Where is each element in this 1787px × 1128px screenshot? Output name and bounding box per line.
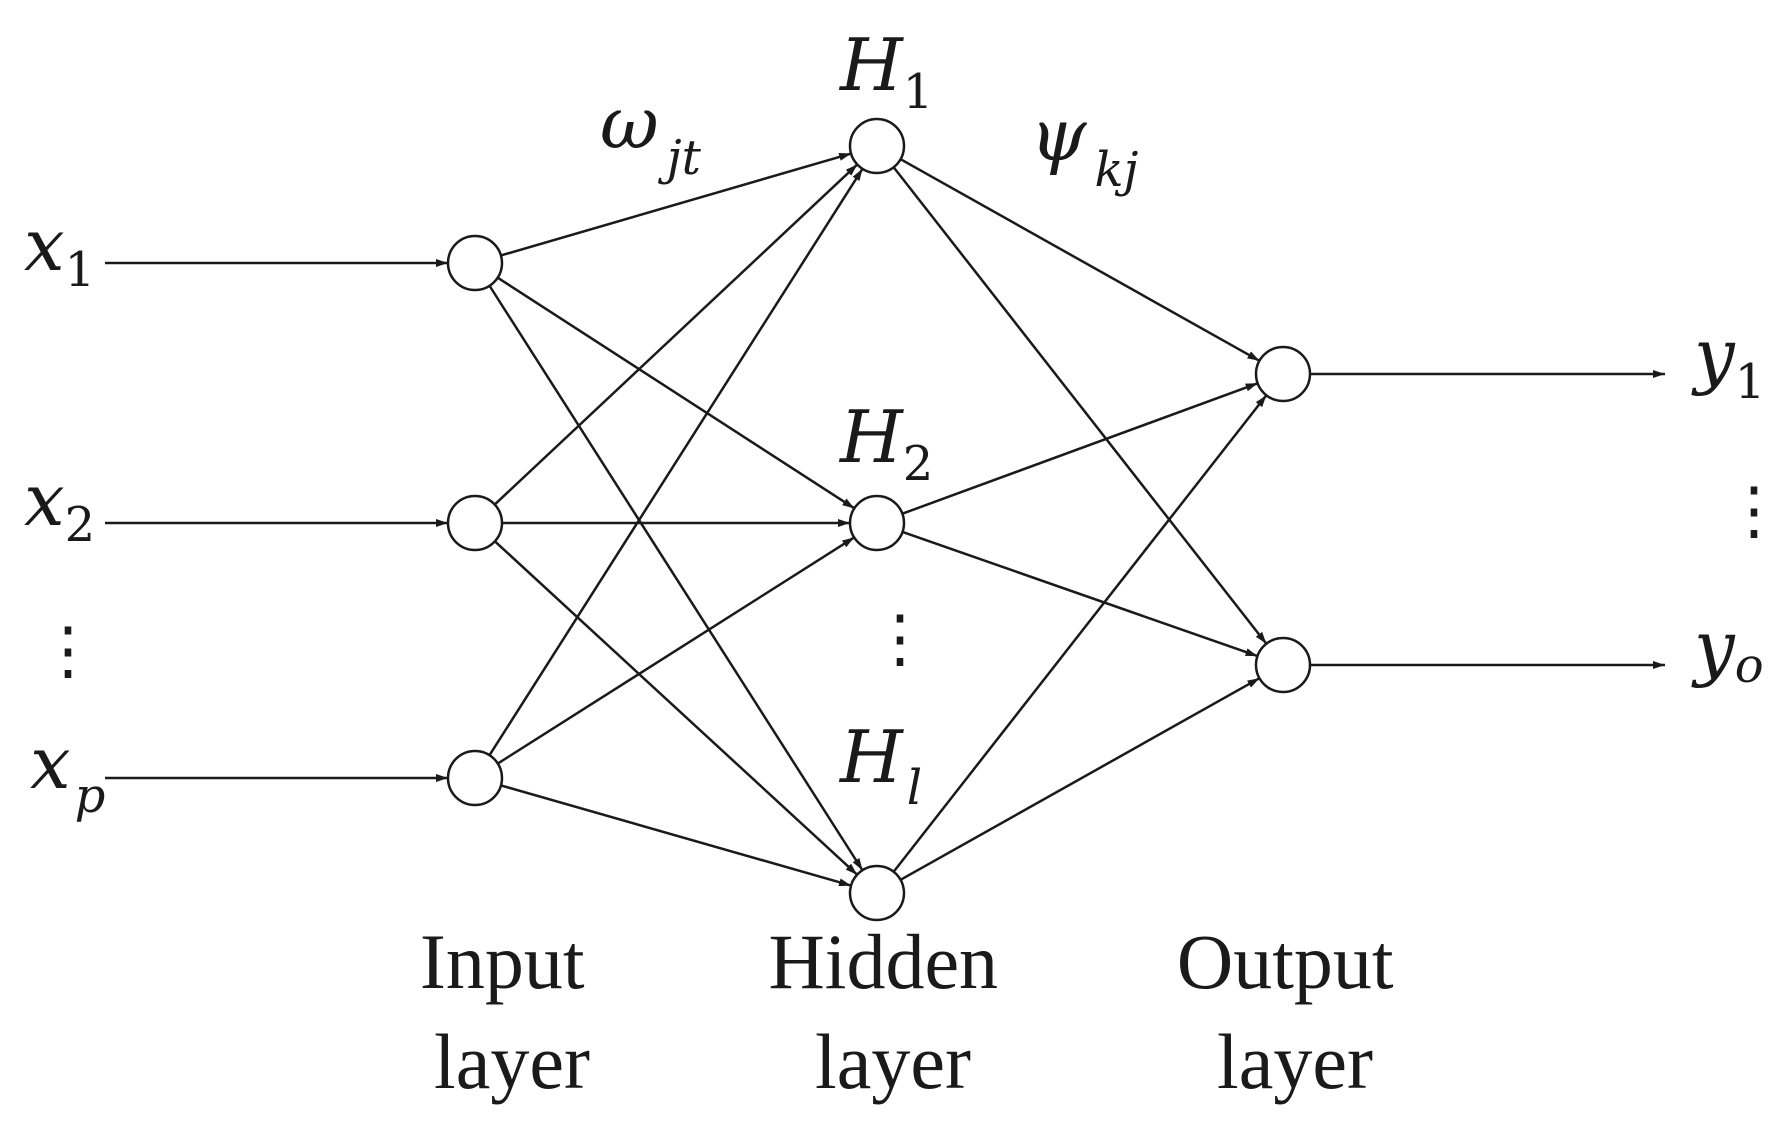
edge-input-2-hidden-l bbox=[494, 540, 858, 876]
edge-hidden-1-output-1 bbox=[899, 158, 1261, 362]
edge-input-1-hidden-2 bbox=[496, 276, 856, 510]
edge-input-2-hidden-1 bbox=[493, 163, 859, 506]
input-node-2 bbox=[446, 494, 504, 552]
output-node-1 bbox=[1254, 345, 1312, 403]
output-ellipsis: ⋮ bbox=[1722, 475, 1786, 546]
hidden-node-l bbox=[848, 864, 906, 922]
hidden-ellipsis: ⋮ bbox=[868, 603, 932, 674]
edge-hidden-2-output-1 bbox=[901, 382, 1259, 515]
hidden-label-hl: Hl bbox=[838, 715, 922, 816]
output-node-o bbox=[1254, 636, 1312, 694]
output-label-y1: y1 bbox=[1691, 313, 1765, 410]
hidden-layer-caption: Hidden layer bbox=[768, 918, 1017, 1105]
edge-hidden-2-output-o bbox=[902, 530, 1258, 658]
input-layer-caption: Input layer bbox=[420, 918, 604, 1105]
edge-input-1-hidden-1 bbox=[500, 152, 852, 257]
edge-input-p-hidden-1 bbox=[488, 168, 864, 756]
edge-input-1-hidden-l bbox=[488, 285, 864, 871]
edge-input-p-hidden-l bbox=[500, 784, 852, 887]
input-ellipsis: ⋮ bbox=[36, 615, 100, 686]
input-label-xp: xp bbox=[30, 721, 105, 824]
hidden-label-h2: H2 bbox=[838, 395, 933, 492]
input-label-x1: x1 bbox=[24, 203, 95, 298]
hidden-label-h1: H1 bbox=[838, 23, 933, 120]
input-label-x2: x2 bbox=[24, 458, 95, 553]
connection-edges bbox=[105, 152, 1665, 887]
edge-hidden-l-output-o bbox=[899, 677, 1261, 881]
output-label-yo: yo bbox=[1691, 605, 1764, 694]
input-node-p bbox=[446, 749, 504, 807]
edge-input-p-hidden-2 bbox=[497, 536, 855, 765]
hidden-node-1 bbox=[848, 117, 906, 175]
input-node-1 bbox=[446, 234, 504, 292]
edge-hidden-l-output-1 bbox=[892, 394, 1268, 873]
output-layer-caption: Output layer bbox=[1177, 918, 1413, 1105]
hidden-node-2 bbox=[848, 494, 906, 552]
edge-hidden-1-output-o bbox=[892, 166, 1268, 645]
